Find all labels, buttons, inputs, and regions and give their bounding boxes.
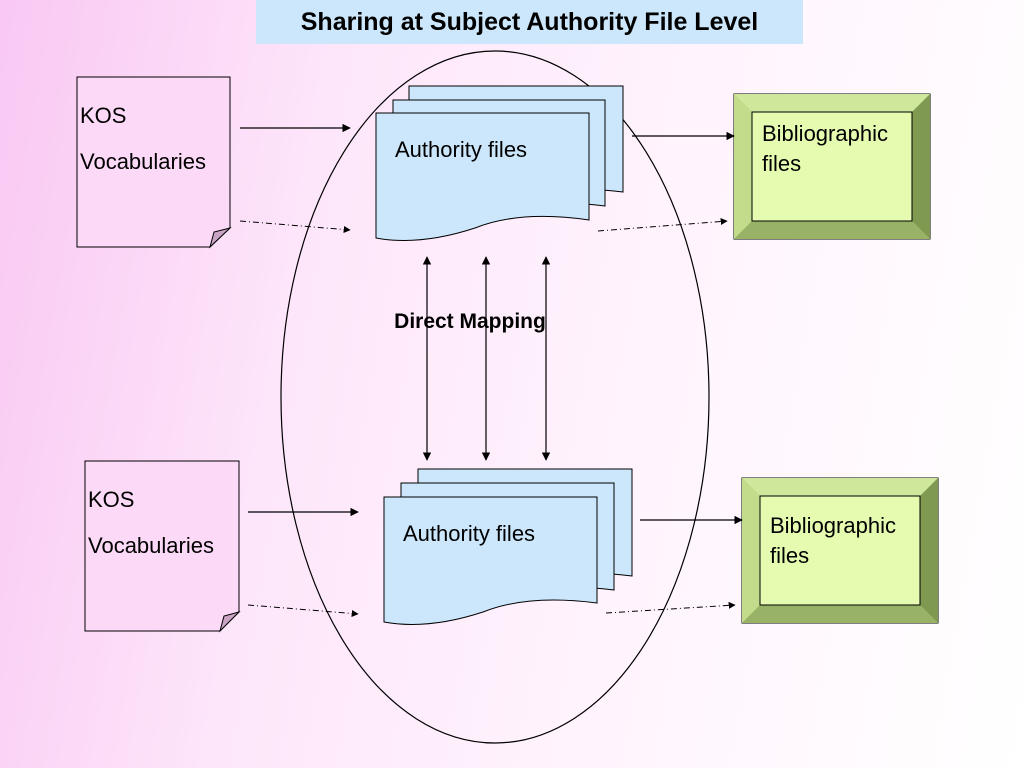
authority-files-label-bottom: Authority files xyxy=(403,521,535,546)
bibliographic-files-top: Bibliographic files xyxy=(733,93,931,240)
kos-document-bottom: KOS Vocabularies xyxy=(84,460,241,633)
dashed-arrow-authority-to-bibliographic-bottom xyxy=(605,601,736,614)
authority-files-label-top: Authority files xyxy=(395,137,527,162)
bibliographic-files-bottom: Bibliographic files xyxy=(741,477,939,624)
direct-mapping-label: Direct Mapping xyxy=(394,310,546,333)
dashed-arrow-kos-to-authority-bottom xyxy=(247,604,359,617)
authority-files-stack-bottom: Authority files xyxy=(383,468,633,625)
vocabularies-label-top: Vocabularies xyxy=(80,149,206,174)
files-label-bottom: files xyxy=(770,543,809,568)
dashed-arrow-authority-to-bibliographic-top xyxy=(597,217,728,232)
bibliographic-label-bottom: Bibliographic xyxy=(770,513,896,538)
vocabularies-label-bottom: Vocabularies xyxy=(88,533,214,558)
bibliographic-label-top: Bibliographic xyxy=(762,121,888,146)
sharing-ellipse xyxy=(280,50,710,744)
dashed-arrow-kos-to-authority-top xyxy=(239,220,351,233)
kos-document-top: KOS Vocabularies xyxy=(76,76,232,249)
authority-files-stack-top: Authority files xyxy=(375,85,624,241)
slide-title: Sharing at Subject Authority File Level xyxy=(256,0,803,44)
kos-label-top: KOS xyxy=(80,103,126,128)
files-label-top: files xyxy=(762,151,801,176)
kos-label-bottom: KOS xyxy=(88,487,134,512)
